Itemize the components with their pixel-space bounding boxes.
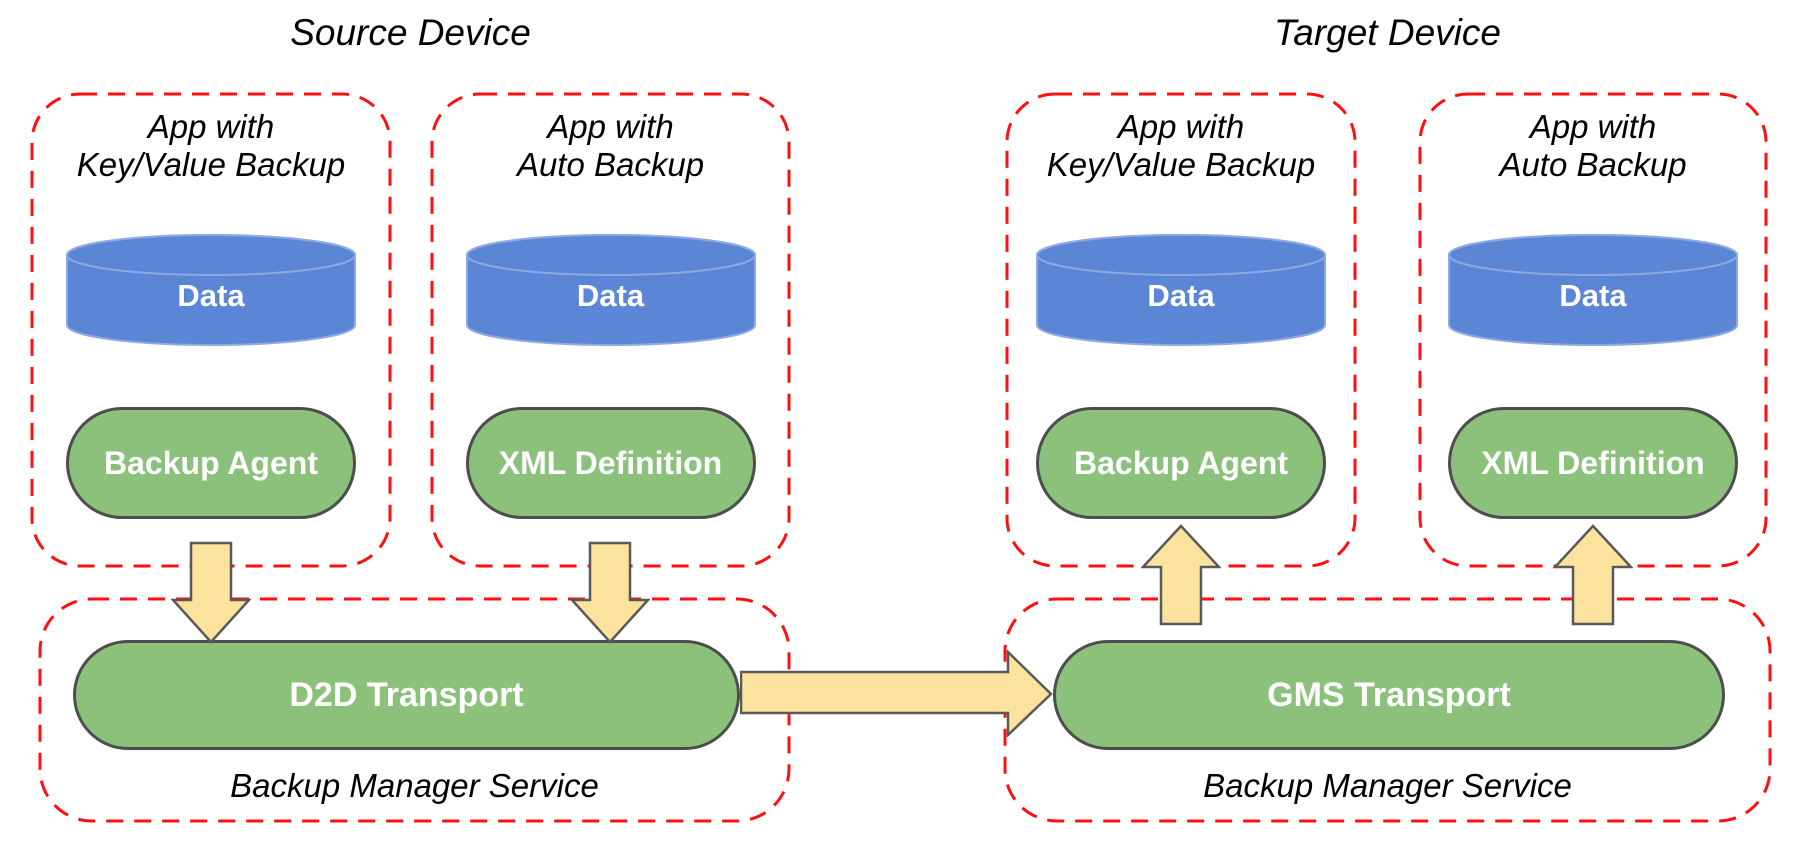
data-store-label: Data [576, 278, 645, 313]
app-label-line2: Auto Backup [516, 146, 705, 183]
service-label: Backup Manager Service [230, 767, 599, 804]
app-label-line1: App with [147, 108, 275, 145]
data-store-label: Data [1147, 278, 1215, 313]
arrow-down-auto-to-d2d-icon [570, 541, 650, 644]
app-label-line2: Key/Value Backup [1046, 146, 1316, 183]
data-store-label: Data [177, 278, 245, 313]
source-app-keyvalue-box: App with Key/Value Backup Data Backup Ag… [30, 92, 392, 568]
xml-definition-pill: XML Definition [1448, 407, 1738, 519]
target-app-keyvalue-box: App with Key/Value Backup Data Backup Ag… [1005, 92, 1357, 568]
app-label: App with Auto Backup [430, 108, 791, 184]
source-backup-manager-service-box: D2D Transport Backup Manager Service [38, 597, 791, 823]
app-label-line2: Auto Backup [1499, 146, 1687, 183]
arrow-down-keyvalue-to-d2d-icon [171, 541, 251, 644]
d2d-transport-pill: D2D Transport [73, 640, 740, 750]
target-device-title: Target Device [1274, 12, 1501, 53]
data-store-cylinder: Data [1035, 233, 1327, 347]
app-label-line1: App with [1529, 108, 1657, 145]
cylinder-shape-icon [66, 234, 356, 346]
service-label: Backup Manager Service [1203, 767, 1572, 804]
cylinder-shape-icon [1036, 234, 1326, 346]
arrow-up-gms-to-backup-agent-icon [1141, 524, 1221, 626]
source-device-title: Source Device [290, 12, 531, 53]
cylinder-shape-icon [465, 234, 756, 346]
data-store-cylinder: Data [65, 233, 357, 347]
app-label: App with Auto Backup [1418, 108, 1768, 184]
target-app-auto-box: App with Auto Backup Data XML Definition [1418, 92, 1768, 568]
arrow-up-gms-to-xml-definition-icon [1553, 524, 1633, 626]
app-label-line1: App with [1117, 108, 1245, 145]
source-app-auto-box: App with Auto Backup Data XML Definition [430, 92, 791, 568]
xml-definition-pill: XML Definition [465, 407, 756, 519]
arrow-right-d2d-to-gms-icon [740, 650, 1053, 737]
app-label: App with Key/Value Backup [1005, 108, 1357, 184]
backup-agent-pill: Backup Agent [1036, 407, 1326, 519]
app-label-line2: Key/Value Backup [76, 146, 346, 183]
data-store-cylinder: Data [465, 233, 757, 347]
app-label: App with Key/Value Backup [30, 108, 392, 184]
cylinder-shape-icon [1448, 234, 1738, 346]
app-label-line1: App with [547, 108, 674, 145]
data-store-cylinder: Data [1447, 233, 1739, 347]
backup-agent-pill: Backup Agent [66, 407, 356, 519]
data-store-label: Data [1559, 278, 1627, 313]
gms-transport-pill: GMS Transport [1053, 640, 1725, 750]
target-backup-manager-service-box: GMS Transport Backup Manager Service [1003, 597, 1772, 823]
